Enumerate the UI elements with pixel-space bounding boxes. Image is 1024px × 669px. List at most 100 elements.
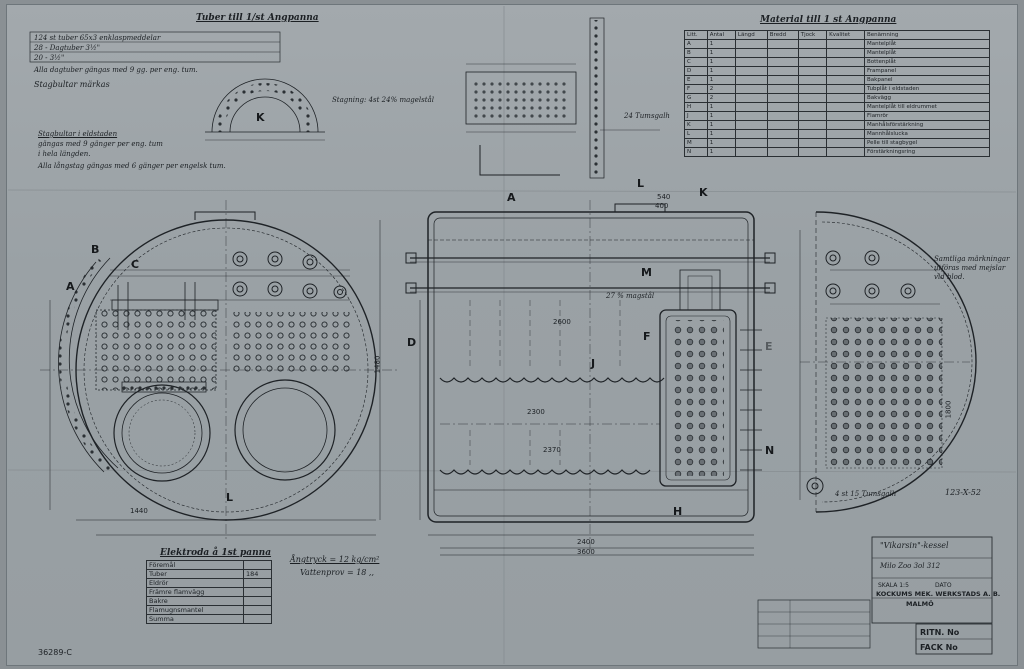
material-cell: Mantelplåt	[864, 48, 990, 58]
dim-400: 400	[655, 202, 669, 210]
material-cell: E	[684, 75, 708, 85]
dim-1440: 1440	[130, 507, 148, 515]
material-col-litt: Litt.	[684, 30, 708, 40]
date-stamp: 123-X-52	[945, 488, 981, 497]
material-header-row: Litt. Antal Längd Bredd Tjock Kvalitet B…	[684, 30, 990, 40]
tubes-line-3: 20 - 3½"	[34, 54, 65, 62]
fack-label: FACK No	[920, 643, 958, 652]
tubes-line-2: 28 - Dagtuber 3½"	[34, 44, 100, 52]
title-date-label: DATO	[935, 582, 952, 589]
part-label-b: B	[91, 243, 100, 256]
part-label-k-left: K	[256, 111, 265, 124]
material-col-antal: Antal	[706, 30, 736, 40]
ritn-label: RITN. No	[920, 628, 960, 637]
material-cell: M	[684, 138, 708, 148]
material-cell: L	[684, 129, 708, 139]
elektroda-cell	[242, 578, 273, 588]
material-cell: 1	[706, 138, 736, 148]
note-left-4: Alla långstag gängas med 6 gänger per en…	[38, 162, 226, 170]
elektroda-cell: Bakre	[146, 596, 244, 606]
material-cell: 1	[706, 57, 736, 67]
mid-note-2: 27 % magstål	[606, 292, 655, 300]
dim-1800: 1800	[944, 400, 953, 419]
elektroda-cell: 184	[242, 569, 273, 579]
elektroda-cell: Föremål	[146, 560, 244, 570]
elektroda-cell: Summa	[146, 614, 244, 624]
elektroda-cell: Tuber	[146, 569, 244, 579]
tubes-heading: Tuber till 1/st Angpanna	[196, 13, 319, 23]
material-cell: 2	[706, 84, 736, 94]
material-cell: 1	[706, 111, 736, 121]
note-left-3: i hela längden.	[38, 150, 91, 158]
part-label-j: J	[591, 357, 596, 370]
note-left-2: gängas med 9 gänger per eng. tum	[38, 140, 163, 148]
dim-2370: 2370	[543, 446, 561, 454]
dim-2400: 2400	[577, 538, 595, 546]
material-cell: 1	[706, 75, 736, 85]
material-cell: 1	[706, 48, 736, 58]
part-label-a-left: A	[66, 280, 75, 293]
material-cell: Frampanel	[864, 66, 990, 76]
material-cell: K	[684, 120, 708, 130]
material-table: Litt. Antal Längd Bredd Tjock Kvalitet B…	[684, 30, 990, 157]
material-cell: 1	[706, 66, 736, 76]
material-cell: B	[684, 48, 708, 58]
material-cell: 1	[706, 102, 736, 112]
part-label-f: F	[643, 330, 651, 343]
title-city: MALMÖ	[906, 600, 934, 608]
material-cell: Manhålsförstärkning	[864, 120, 990, 130]
title-line-2: Milo Zoo 3ol 312	[880, 562, 941, 570]
dim-2300: 2300	[527, 408, 545, 416]
elektroda-cell: Flamugnsmantel	[146, 605, 244, 615]
bottom-note: 4 st 15 Tumsgalh	[835, 490, 897, 498]
elektroda-cell: Eldrör	[146, 578, 244, 588]
material-cell: A	[684, 39, 708, 49]
part-label-l-mid: L	[637, 177, 645, 190]
dim-3600: 3600	[577, 548, 595, 556]
material-cell: 1	[706, 129, 736, 139]
material-cell: Bakvägg	[864, 93, 990, 103]
material-cell: C	[684, 57, 708, 67]
material-cell: Pelle till stagbygel	[864, 138, 990, 148]
part-label-k-mid: K	[699, 186, 708, 199]
material-cell: Mantelplåt till eldrummet	[864, 102, 990, 112]
material-cell: Mannhålslucka	[864, 129, 990, 139]
elektroda-cell	[242, 596, 273, 606]
dim-1480: 1480	[373, 355, 382, 374]
material-cell: G	[684, 93, 708, 103]
elektroda-heading: Elektroda å 1st panna	[160, 548, 272, 558]
material-cell: H	[684, 102, 708, 112]
elektroda-row: Eldrör	[146, 578, 273, 588]
elektroda-row: Föremål	[146, 560, 273, 570]
tubes-line-5: Stagbultar märkas	[34, 80, 110, 89]
side-section-view	[405, 200, 776, 556]
note-left-1: Stagbultar i eldstaden	[38, 130, 118, 138]
material-cell: Bottenplåt	[864, 57, 990, 67]
part-label-m: M	[641, 266, 652, 279]
material-cell: F	[684, 84, 708, 94]
mid-note-1: 24 Tumsgalh	[624, 112, 670, 120]
material-cell: Förstärkningsring	[864, 147, 990, 157]
part-label-d: D	[407, 336, 417, 349]
front-view	[40, 200, 400, 540]
part-label-e: E	[765, 340, 773, 353]
part-label-a-mid: A	[507, 191, 516, 204]
material-cell: Tubplåt i eldstaden	[864, 84, 990, 94]
material-heading: Material till 1 st Angpanna	[760, 15, 897, 25]
elektroda-cell	[242, 614, 273, 624]
material-col-benamning: Benämning	[864, 30, 990, 40]
dim-2600: 2600	[553, 318, 571, 326]
part-label-l-left: L	[226, 491, 234, 504]
material-cell: Mantelplåt	[864, 39, 990, 49]
